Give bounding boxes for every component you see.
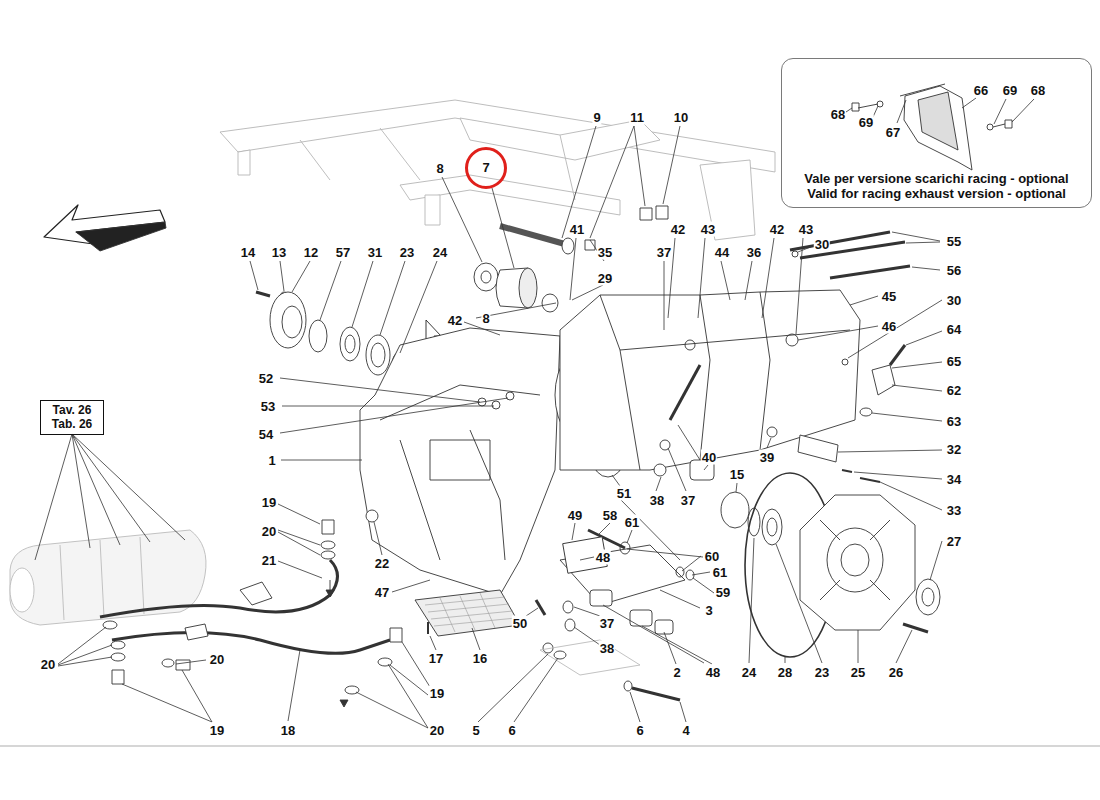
callout-number: 37 — [680, 493, 696, 508]
node-text: Valid for racing exhaust version - optio… — [807, 186, 1066, 202]
callout-number: 56 — [946, 263, 962, 278]
callout-number: 35 — [597, 245, 613, 260]
callout-number: 39 — [759, 450, 775, 465]
callout-number: 9 — [592, 110, 601, 125]
node-text: Tav. 26 — [53, 403, 92, 417]
callout-number: 23 — [814, 665, 830, 680]
callout-number: 68 — [1030, 83, 1046, 98]
callout-number: 42 — [447, 313, 463, 328]
callout-number: 25 — [850, 665, 866, 680]
callout-number: 65 — [946, 354, 962, 369]
callout-number: 41 — [569, 222, 585, 237]
callout-number: 43 — [798, 222, 814, 237]
callout-number: 61 — [712, 565, 728, 580]
callout-number: 22 — [374, 556, 390, 571]
callout-number: 67 — [885, 125, 901, 140]
highlight-circle: 7 — [465, 147, 507, 189]
callout-number: 19 — [209, 723, 225, 738]
callout-number: 30 — [946, 293, 962, 308]
callout-number: 64 — [946, 322, 962, 337]
callout-number: 11 — [629, 110, 645, 125]
callout-number: 13 — [271, 245, 287, 260]
callout-number: 61 — [624, 515, 640, 530]
callout-number: 21 — [261, 553, 277, 568]
callout-number: 30 — [814, 237, 830, 252]
callout-number: 54 — [258, 427, 274, 442]
callout-number: 4 — [681, 723, 690, 738]
callout-number: 15 — [729, 467, 745, 482]
callout-number: 37 — [656, 245, 672, 260]
callout-number: 59 — [715, 585, 731, 600]
callout-number: 49 — [567, 508, 583, 523]
callout-number: 17 — [428, 651, 444, 666]
callout-number: 24 — [432, 245, 448, 260]
callout-number: 52 — [258, 371, 274, 386]
callout-number: 3 — [704, 603, 713, 618]
callout-number: 47 — [374, 585, 390, 600]
node-text: 7 — [482, 160, 489, 176]
callout-number: 42 — [769, 222, 785, 237]
callout-number: 38 — [599, 641, 615, 656]
callout-number: 66 — [973, 83, 989, 98]
callout-number: 20 — [261, 524, 277, 539]
callout-number: 69 — [1002, 83, 1018, 98]
callout-number: 60 — [704, 549, 720, 564]
callout-number: 68 — [830, 107, 846, 122]
callout-number: 6 — [635, 723, 644, 738]
callout-number: 32 — [946, 442, 962, 457]
callout-number: 44 — [714, 245, 730, 260]
callout-number: 24 — [741, 665, 757, 680]
callout-number: 31 — [367, 245, 383, 260]
callout-number: 18 — [280, 723, 296, 738]
callout-number: 8 — [435, 161, 444, 176]
callout-number: 34 — [946, 472, 962, 487]
callout-number: 53 — [260, 399, 276, 414]
callout-number: 2 — [672, 665, 681, 680]
node-text: Tab. 26 — [52, 417, 92, 431]
callout-number: 19 — [261, 495, 277, 510]
callout-number: 1 — [267, 453, 276, 468]
callout-number: 5 — [471, 723, 480, 738]
callout-number: 19 — [429, 686, 445, 701]
callout-number: 62 — [946, 383, 962, 398]
callout-number: 58 — [602, 508, 618, 523]
callout-number: 29 — [597, 271, 613, 286]
callout-number: 36 — [746, 245, 762, 260]
callout-number: 14 — [240, 245, 256, 260]
callout-number: 26 — [888, 665, 904, 680]
callout-number: 55 — [946, 234, 962, 249]
callout-number: 48 — [595, 550, 611, 565]
callout-number: 20 — [40, 657, 56, 672]
callout-number: 33 — [946, 503, 962, 518]
reference-box: Tav. 26Tab. 26 — [40, 400, 104, 435]
callout-number: 8 — [481, 311, 490, 326]
callout-number: 50 — [512, 616, 528, 631]
callout-number: 27 — [946, 534, 962, 549]
callout-number: 57 — [335, 245, 351, 260]
callout-number: 10 — [673, 110, 689, 125]
inset-panel: Vale per versione scarichi racing - opti… — [781, 58, 1092, 208]
callout-number: 43 — [700, 222, 716, 237]
callout-number: 40 — [701, 450, 717, 465]
callout-number: 51 — [616, 486, 632, 501]
callout-number: 6 — [507, 723, 516, 738]
callout-number: 37 — [599, 616, 615, 631]
callout-number: 45 — [881, 289, 897, 304]
callout-number: 20 — [429, 723, 445, 738]
callout-number: 12 — [303, 245, 319, 260]
callout-number: 69 — [858, 115, 874, 130]
callout-number: 46 — [881, 319, 897, 334]
callout-number: 23 — [399, 245, 415, 260]
callout-number: 38 — [649, 493, 665, 508]
node-text: Vale per versione scarichi racing - opti… — [804, 171, 1068, 187]
callout-number: 16 — [472, 651, 488, 666]
callout-number: 48 — [705, 665, 721, 680]
callout-number: 20 — [209, 652, 225, 667]
callout-number: 42 — [670, 222, 686, 237]
callout-number: 63 — [946, 414, 962, 429]
callout-number: 28 — [777, 665, 793, 680]
